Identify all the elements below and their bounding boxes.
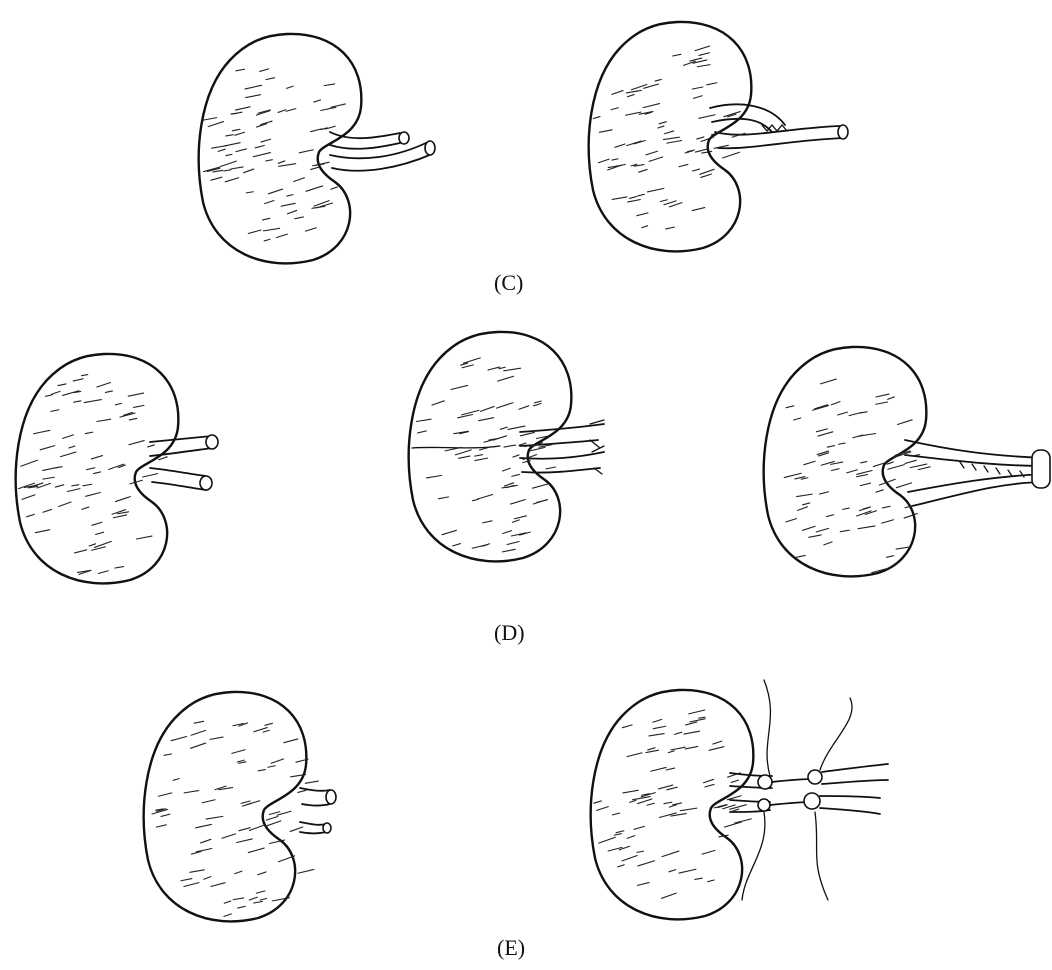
hatch-stroke bbox=[143, 474, 158, 477]
hatch-stroke bbox=[724, 822, 741, 827]
kidney-e1 bbox=[144, 692, 336, 921]
hatch-stroke bbox=[305, 781, 318, 783]
hatch-stroke bbox=[269, 812, 280, 815]
hatch-stroke bbox=[290, 827, 303, 831]
hatch-stroke bbox=[159, 457, 168, 460]
hatch-stroke bbox=[914, 455, 920, 456]
hatch-stroke bbox=[896, 483, 911, 488]
hatch-stroke bbox=[266, 817, 277, 821]
hatch-stroke bbox=[918, 467, 930, 470]
hatch-stroke bbox=[888, 465, 905, 470]
kidney-d3 bbox=[764, 347, 1050, 576]
hatch-stroke bbox=[298, 790, 306, 792]
hatch-stroke bbox=[546, 467, 556, 469]
kidney-d1 bbox=[16, 354, 218, 583]
hatch-stroke bbox=[266, 821, 281, 826]
hatch-stroke bbox=[735, 819, 752, 823]
panel-label-e: (E) bbox=[497, 935, 525, 961]
panel-label-c: (C) bbox=[494, 270, 523, 296]
hatch-stroke bbox=[910, 464, 927, 468]
hatch-stroke bbox=[298, 869, 314, 873]
kidney-c1 bbox=[199, 34, 435, 263]
kidney-c2 bbox=[589, 22, 848, 251]
panel-label-d: (D) bbox=[494, 620, 525, 646]
hatch-stroke bbox=[723, 152, 740, 158]
hatch-stroke bbox=[905, 460, 916, 463]
